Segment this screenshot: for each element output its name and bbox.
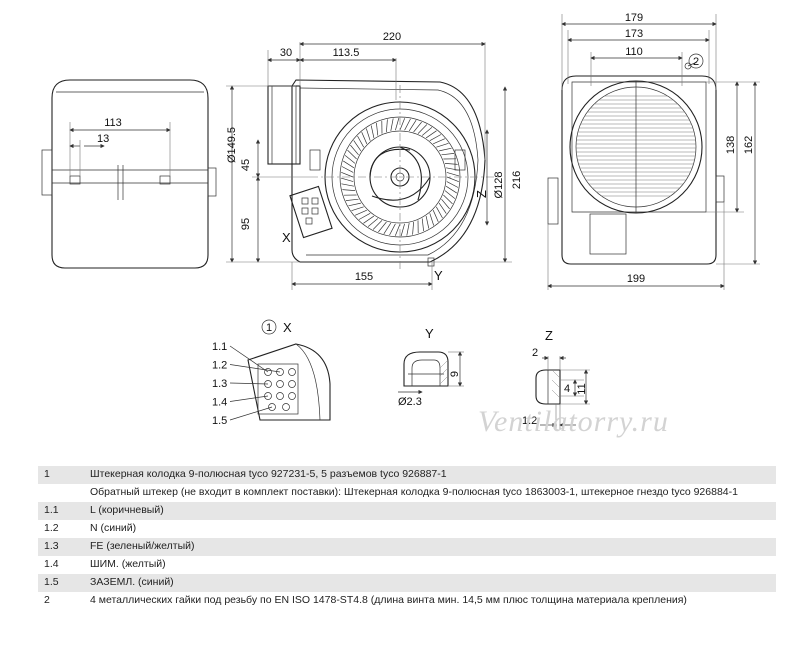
pin-label: 1.3: [212, 378, 227, 390]
legend-text: 4 металлических гайки под резьбу по EN I…: [84, 592, 776, 610]
legend-key: 1.2: [38, 520, 84, 538]
pin-label: 1.1: [212, 341, 227, 353]
detail-title-x: X: [283, 320, 292, 335]
dim-30: 30: [280, 47, 292, 59]
dim-z-1-2: 1.2: [522, 415, 537, 427]
side-view: 113 13: [41, 79, 217, 269]
fan-blades: [340, 117, 460, 237]
dim-113-5: 113.5: [333, 47, 360, 59]
watermark: Ventilatorry.ru: [478, 405, 669, 438]
dim-179: 179: [625, 12, 643, 24]
legend-text: ЗАЗЕМЛ. (синий): [84, 574, 776, 592]
end-view: 2 179 173 110 138 162 199: [547, 12, 760, 290]
pin-label: 1.2: [212, 360, 227, 372]
front-view: 220 30 113.5 Ø149.5 45 95 216 Ø128 155 X…: [226, 31, 523, 290]
dim-216: 216: [511, 171, 523, 189]
legend-text: Штекерная колодка 9-полюсная tyco 927231…: [84, 466, 776, 484]
dim-149-5: Ø149.5: [226, 127, 238, 163]
callout-2: 2: [693, 56, 699, 68]
dim-199: 199: [627, 273, 645, 285]
detail-x: 1 X 1.1 1.2 1.3 1.4 1.5: [212, 319, 331, 427]
dim-138: 138: [725, 136, 737, 154]
dim-z-2: 2: [532, 347, 538, 359]
technical-drawing: 113 13: [41, 12, 760, 430]
dim-128: Ø128: [493, 172, 505, 199]
dim-13: 13: [97, 133, 109, 145]
detail-title-z: Z: [545, 328, 553, 343]
detail-z: Z 2 4 11 1.2: [522, 328, 590, 430]
callout-1: 1: [266, 322, 272, 334]
view-marker-z: Z: [474, 190, 489, 198]
legend-key: [38, 484, 84, 502]
dim-220: 220: [383, 31, 401, 43]
dim-173: 173: [625, 28, 643, 40]
pin-label: 1.5: [212, 415, 227, 427]
legend-text: Обратный штекер (не входит в комплект по…: [84, 484, 776, 502]
legend-key: 2: [38, 592, 84, 610]
dim-155: 155: [355, 271, 373, 283]
legend-text: L (коричневый): [84, 502, 776, 520]
legend-text: FE (зеленый/желтый): [84, 538, 776, 556]
dim-2-3: Ø2.3: [398, 396, 422, 408]
view-marker-x: X: [282, 230, 291, 245]
pin-labels: 1.1 1.2 1.3 1.4 1.5: [212, 341, 281, 427]
view-marker-y: Y: [434, 268, 443, 283]
legend-key: 1.5: [38, 574, 84, 592]
dim-z-11: 11: [576, 383, 588, 394]
dim-45: 45: [240, 159, 252, 171]
legend-text: ШИМ. (желтый): [84, 556, 776, 574]
dim-9: 9: [449, 371, 461, 377]
dim-110: 110: [625, 46, 643, 58]
dim-113: 113: [104, 117, 122, 129]
legend-key: 1.4: [38, 556, 84, 574]
legend-row: Обратный штекер (не входит в комплект по…: [38, 484, 776, 502]
detail-title-y: Y: [425, 326, 434, 341]
dim-95: 95: [240, 218, 252, 230]
legend-key: 1.3: [38, 538, 84, 556]
legend-key: 1: [38, 466, 84, 484]
pin-label: 1.4: [212, 397, 227, 409]
legend-text: N (синий): [84, 520, 776, 538]
dim-z-4: 4: [564, 383, 570, 395]
legend-key: 1.1: [38, 502, 84, 520]
dim-162: 162: [743, 136, 755, 154]
detail-y: Y 9 Ø2.3: [398, 326, 464, 408]
